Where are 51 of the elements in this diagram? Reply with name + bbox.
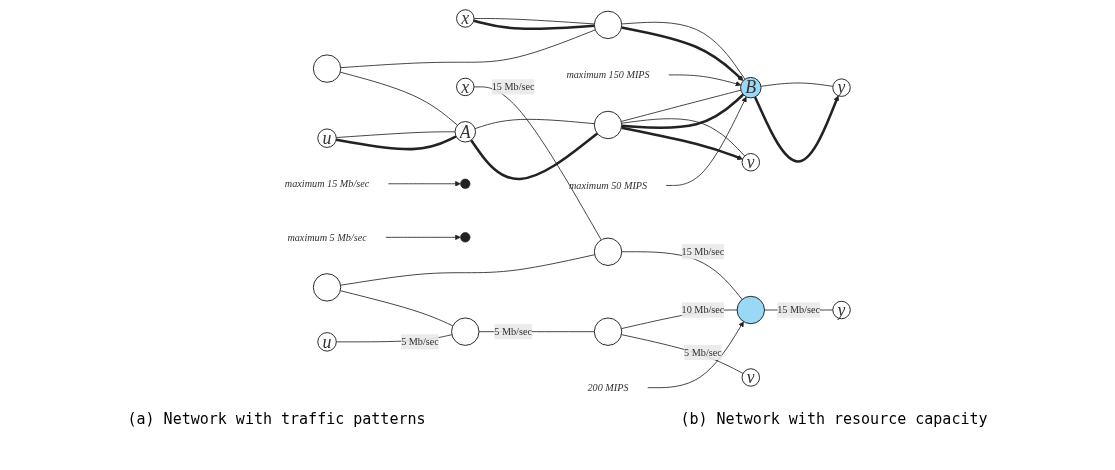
node-circle: v <box>741 153 760 172</box>
edge-label: 5 Mb/sec <box>683 346 722 358</box>
node-circle <box>312 54 341 83</box>
node-text: maximum 5 Mb/sec <box>286 231 367 243</box>
arrow <box>620 126 743 160</box>
connector <box>474 118 595 130</box>
connector <box>760 82 833 87</box>
node-circle: B <box>739 76 761 99</box>
panel-caption: (a) Network with traffic patterns <box>127 410 426 428</box>
node-circle <box>450 317 479 346</box>
arrow <box>753 95 839 163</box>
connector <box>620 118 745 157</box>
connector <box>620 89 741 122</box>
connector <box>620 251 742 300</box>
connector <box>472 19 594 31</box>
node-text: maximum 150 MIPS <box>565 69 650 81</box>
node-circle: u <box>316 332 337 352</box>
connector <box>339 290 453 327</box>
node-text: maximum 50 MIPS <box>568 179 647 191</box>
node-circle: x <box>455 9 474 28</box>
connector <box>621 93 744 130</box>
node-circle: y <box>831 300 851 320</box>
connector <box>473 18 595 25</box>
node-text: 200 MIPS <box>587 381 629 393</box>
connector <box>473 86 602 241</box>
node-circle <box>312 273 341 302</box>
node-circle: A <box>454 121 476 143</box>
connector <box>339 254 595 286</box>
edge-label: 15 Mb/sec <box>776 304 820 316</box>
connector <box>335 131 455 138</box>
node-circle: u <box>316 128 337 148</box>
node-circle <box>736 295 765 325</box>
connector <box>335 135 457 151</box>
node-circle <box>593 237 622 266</box>
edge-label: 10 Mb/sec <box>681 304 724 316</box>
edge-label: 5 Mb/sec <box>493 325 532 337</box>
connector <box>469 132 598 181</box>
node-circle: y <box>831 78 851 97</box>
edge-label: 5 Mb/sec <box>400 336 439 347</box>
connector <box>339 71 458 126</box>
node-circle <box>593 10 622 40</box>
connector <box>339 29 596 69</box>
connector <box>620 334 743 374</box>
node-circle <box>593 110 622 140</box>
panel-caption: (b) Network with resource capacity <box>680 410 988 428</box>
edge-label: 15 Mb/sec <box>491 81 535 93</box>
node-circle: x <box>455 77 474 97</box>
edge-label: 15 Mb/sec <box>681 246 724 257</box>
node-text: maximum 15 Mb/sec <box>284 178 369 189</box>
node-circle <box>593 317 622 346</box>
node-circle: v <box>741 368 760 387</box>
